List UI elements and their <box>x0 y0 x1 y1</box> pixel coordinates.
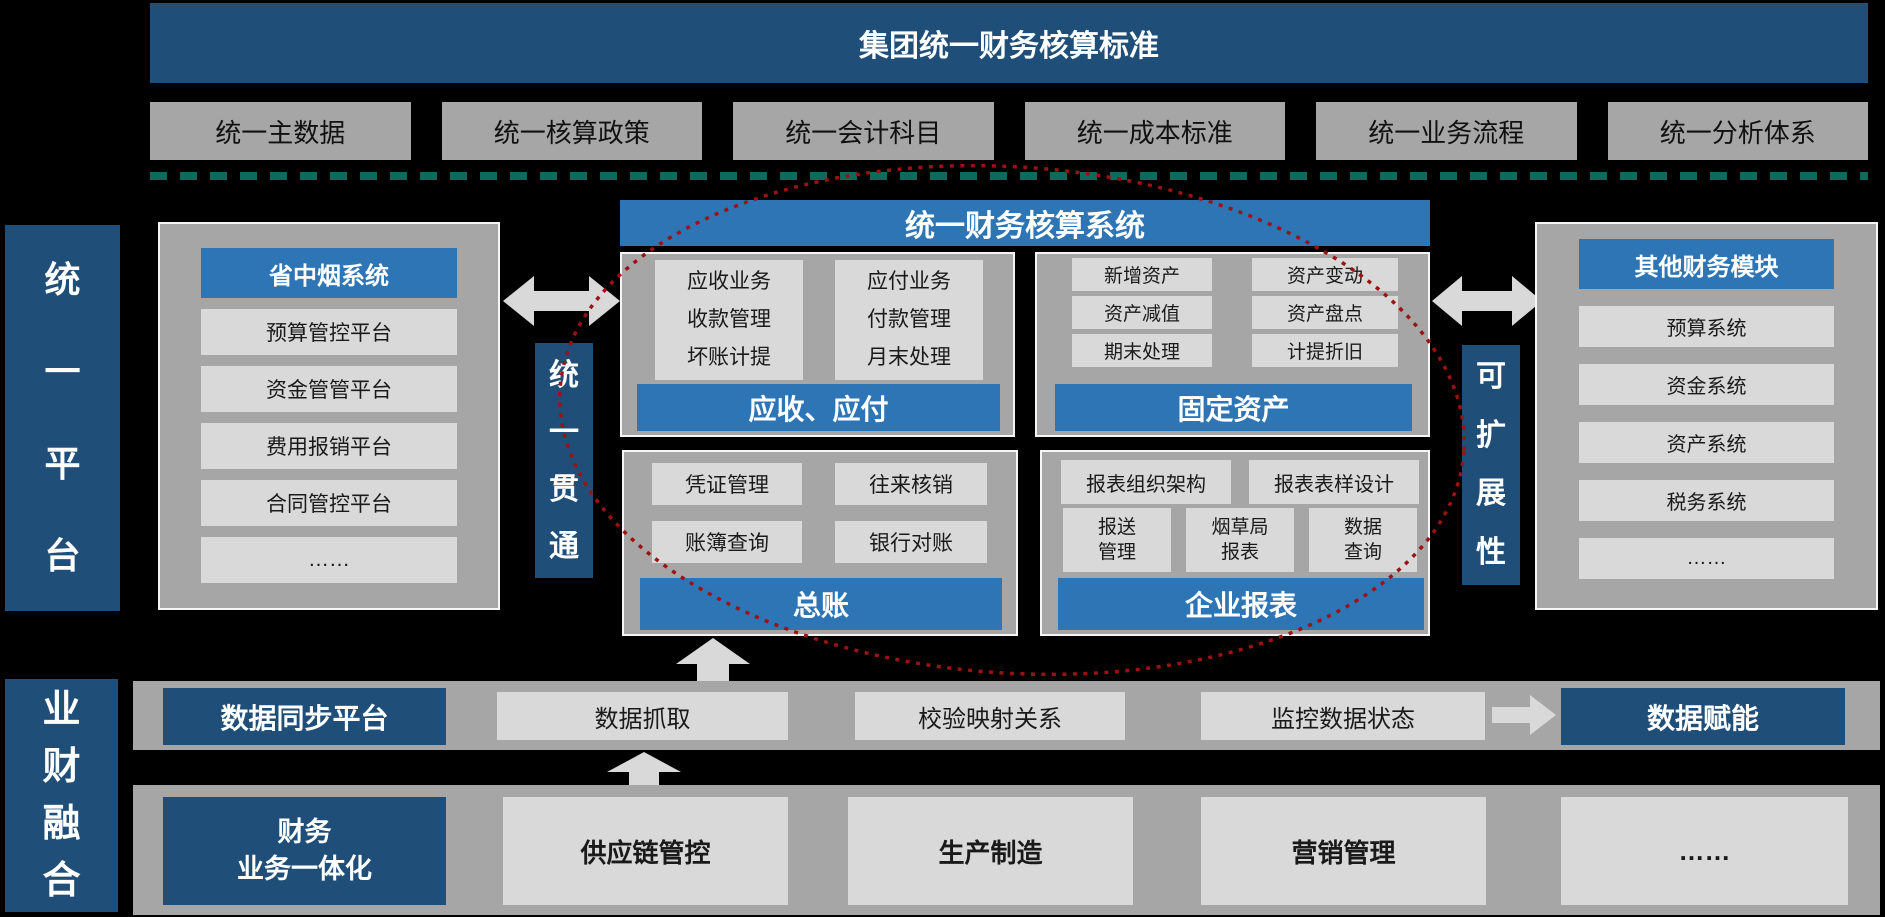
report-item: 报表组织架构 <box>1061 460 1231 504</box>
integration-line2: 业务一体化 <box>237 854 372 884</box>
axis-scalability: 可扩展性 <box>1462 345 1520 585</box>
general-ledger-grid: 凭证管理 往来核销 账簿查询 银行对账 <box>652 463 987 563</box>
fixed-asset-item: 期末处理 <box>1072 334 1212 367</box>
fixed-assets-grid: 新增资产 资产变动 资产减值 资产盘点 期末处理 计提折旧 <box>1072 258 1398 367</box>
ar-item: 应收业务 <box>687 270 771 293</box>
axis-unified-platform: 统一平台 <box>5 225 120 611</box>
ar-item: 坏账计提 <box>687 346 771 369</box>
report-item-line: 查询 <box>1343 542 1382 563</box>
fixed-asset-item: 资产减值 <box>1072 296 1212 329</box>
axis-unified-platform-label: 统一平台 <box>44 259 81 576</box>
report-item-line: 烟草局 <box>1211 517 1269 538</box>
ap-column: 应付业务 付款管理 月末处理 <box>835 260 983 380</box>
left-panel-item: 预算管控平台 <box>201 309 457 355</box>
standard-box-account-subjects: 统一会计科目 <box>733 102 994 160</box>
report-item-line: 数据 <box>1343 517 1382 538</box>
left-panel-item: 资金管管平台 <box>201 366 457 412</box>
sync-step-mapping: 校验映射关系 <box>855 692 1125 740</box>
business-systems-row: 财务 业务一体化 供应链管控 生产制造 营销管理 …… <box>133 785 1880 915</box>
report-item: 报表表样设计 <box>1249 460 1419 504</box>
enterprise-reports-footer: 企业报表 <box>1058 578 1424 630</box>
reports-row2: 报送 管理 烟草局 报表 数据 查询 <box>1063 508 1417 572</box>
other-finance-modules-header: 其他财务模块 <box>1579 239 1834 289</box>
axis-business-finance-integration: 业财融合 <box>5 679 118 912</box>
report-item-line: 管理 <box>1097 542 1136 563</box>
right-panel-item: 资产系统 <box>1579 422 1834 463</box>
system-supply-chain: 供应链管控 <box>503 797 788 905</box>
ar-ap-footer: 应收、应付 <box>637 384 1000 431</box>
reports-row1: 报表组织架构 报表表样设计 <box>1061 460 1419 504</box>
axis-business-finance-integration-label: 业财融合 <box>42 688 81 902</box>
sync-step-capture: 数据抓取 <box>497 692 788 740</box>
province-tobacco-header: 省中烟系统 <box>201 248 457 298</box>
sync-step-monitor: 监控数据状态 <box>1201 692 1485 740</box>
data-empowerment-box: 数据赋能 <box>1561 688 1845 745</box>
gl-item: 往来核销 <box>835 463 987 505</box>
standard-box-business-process: 统一业务流程 <box>1316 102 1577 160</box>
system-manufacturing: 生产制造 <box>848 797 1133 905</box>
ap-item: 付款管理 <box>867 308 951 331</box>
ar-item: 收款管理 <box>687 308 771 331</box>
right-panel-item: 预算系统 <box>1579 306 1834 347</box>
data-sync-row: 数据同步平台 数据抓取 校验映射关系 监控数据状态 数据赋能 <box>133 681 1880 750</box>
enterprise-reports-panel: 报表组织架构 报表表样设计 报送 管理 烟草局 报表 数据 查询 企业报表 <box>1040 450 1430 636</box>
finance-business-integration-box: 财务 业务一体化 <box>163 797 446 905</box>
left-panel-item: 合同管控平台 <box>201 480 457 526</box>
report-item: 烟草局 报表 <box>1186 508 1294 572</box>
report-item-line: 报送 <box>1097 517 1136 538</box>
gl-item: 银行对账 <box>835 521 987 563</box>
standard-box-cost-standard: 统一成本标准 <box>1024 102 1285 160</box>
gl-item: 账簿查询 <box>652 521 802 563</box>
ar-column: 应收业务 收款管理 坏账计提 <box>655 260 803 380</box>
other-finance-modules-panel: 其他财务模块 预算系统 资金系统 资产系统 税务系统 …… <box>1535 222 1878 610</box>
system-ellipsis: …… <box>1561 797 1848 905</box>
group-standard-banner: 集团统一财务核算标准 <box>150 3 1868 83</box>
dashed-separator <box>150 172 1868 180</box>
report-item-line: 报表 <box>1220 542 1259 563</box>
bidirectional-arrow-icon <box>1432 276 1542 326</box>
axis-unified-connectivity: 统一贯通 <box>535 343 593 578</box>
axis-scalability-label: 可扩展性 <box>1476 360 1506 569</box>
up-arrow-icon <box>607 752 681 785</box>
right-panel-item: 资金系统 <box>1579 364 1834 405</box>
standard-box-analysis-system: 统一分析体系 <box>1607 102 1868 160</box>
fixed-asset-item: 新增资产 <box>1072 258 1212 291</box>
data-sync-platform: 数据同步平台 <box>163 688 446 745</box>
integration-line1: 财务 <box>277 817 332 847</box>
fixed-assets-panel: 新增资产 资产变动 资产减值 资产盘点 期末处理 计提折旧 固定资产 <box>1035 252 1430 437</box>
right-panel-item: 税务系统 <box>1579 480 1834 521</box>
axis-unified-connectivity-label: 统一贯通 <box>549 358 579 563</box>
gl-item: 凭证管理 <box>652 463 802 505</box>
unified-system-banner: 统一财务核算系统 <box>620 200 1430 246</box>
standard-box-master-data: 统一主数据 <box>150 102 411 160</box>
fixed-asset-item: 资产变动 <box>1252 258 1398 291</box>
general-ledger-footer: 总账 <box>640 578 1002 630</box>
system-marketing: 营销管理 <box>1201 797 1486 905</box>
ar-ap-panel: 应收业务 收款管理 坏账计提 应付业务 付款管理 月末处理 应收、应付 <box>620 252 1015 437</box>
standard-box-accounting-policy: 统一核算政策 <box>441 102 702 160</box>
province-tobacco-panel: 省中烟系统 预算管控平台 资金管管平台 费用报销平台 合同管控平台 …… <box>158 222 500 610</box>
left-panel-item: 费用报销平台 <box>201 423 457 469</box>
fixed-asset-item: 计提折旧 <box>1252 334 1398 367</box>
bidirectional-arrow-icon <box>503 276 620 326</box>
report-item: 报送 管理 <box>1063 508 1171 572</box>
up-arrow-icon <box>676 638 750 686</box>
left-panel-item: …… <box>201 537 457 583</box>
fixed-assets-footer: 固定资产 <box>1055 384 1412 431</box>
right-panel-item: …… <box>1579 538 1834 579</box>
ap-item: 月末处理 <box>867 346 951 369</box>
ap-item: 应付业务 <box>867 270 951 293</box>
right-arrow-icon <box>1492 695 1556 735</box>
standards-row: 统一主数据 统一核算政策 统一会计科目 统一成本标准 统一业务流程 统一分析体系 <box>150 102 1868 160</box>
report-item: 数据 查询 <box>1309 508 1417 572</box>
general-ledger-panel: 凭证管理 往来核销 账簿查询 银行对账 总账 <box>622 450 1018 636</box>
fixed-asset-item: 资产盘点 <box>1252 296 1398 329</box>
